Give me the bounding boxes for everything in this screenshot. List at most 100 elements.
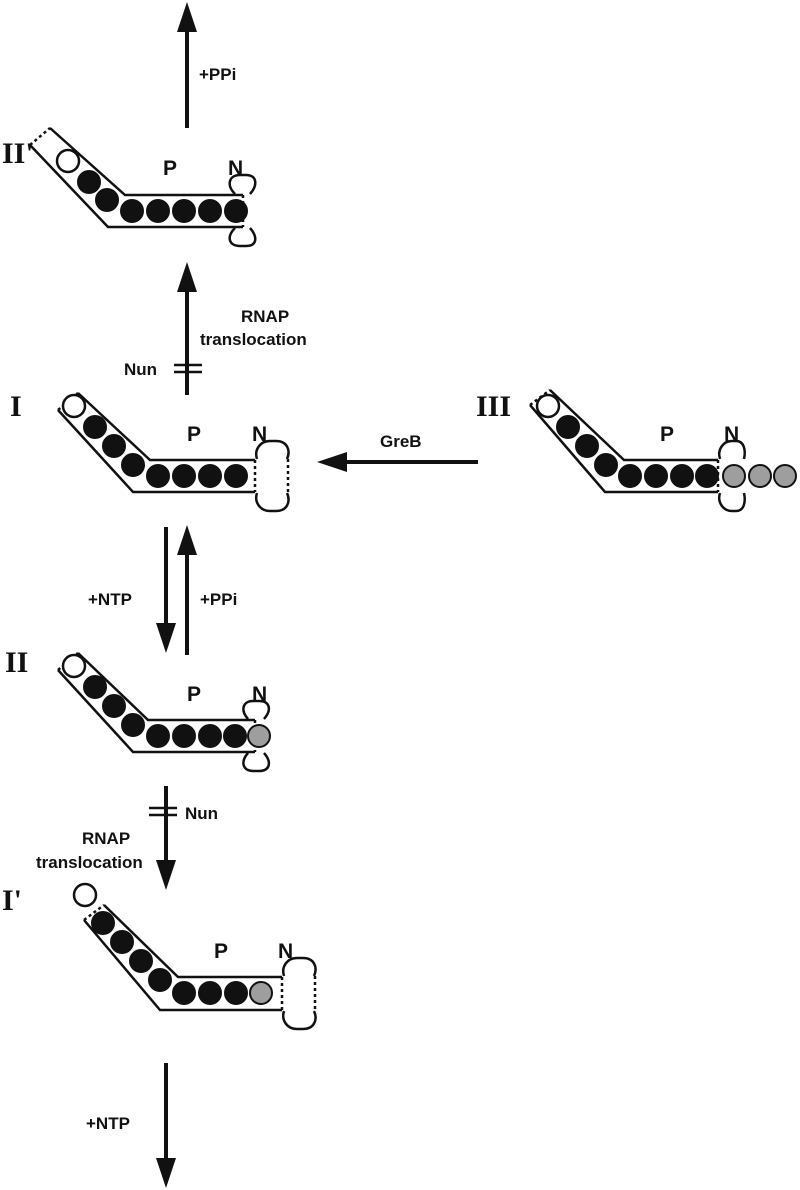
channel-top-iii (549, 389, 718, 462)
state-label-iii: III (476, 390, 511, 423)
state-label-i-prime: I' (2, 884, 22, 917)
nucleotide-filled (198, 464, 222, 488)
nucleotide-open (535, 393, 561, 419)
nucleotide-filled (172, 199, 196, 223)
channel-bottom-i-prime (83, 919, 282, 1012)
arrow-translocation-down: Nun RNAP translocation (36, 786, 218, 890)
channel-bottom-ii (57, 669, 255, 754)
n-site-upper-bracket-i-prime (282, 956, 317, 977)
nucleotide-filled (121, 713, 145, 737)
n-site-upper-bracket-ii-prime (228, 173, 257, 195)
nucleotide-filled (102, 694, 126, 718)
arrow-ntp-down: +NTP (88, 527, 176, 653)
label-rnap-down: RNAP (82, 829, 130, 848)
arrow-ntp-bottom: +NTP (86, 1063, 176, 1188)
nucleotide-filled (224, 199, 248, 223)
p-site-label-ii-prime: P (163, 157, 177, 180)
n-site-label-i-prime: N (278, 940, 293, 963)
n-site-label-ii-prime: N (228, 157, 243, 180)
nucleotides-ii (61, 653, 271, 748)
label-translocation-down: translocation (36, 853, 143, 872)
nucleotide-filled (224, 981, 248, 1005)
arrow-ppi-up: +PPi (177, 525, 237, 655)
n-site-lower-bracket-i-prime (282, 1010, 317, 1031)
channel-open-end-ii-prime (29, 127, 51, 146)
state-ii-prime: II' P N (2, 127, 257, 248)
n-site-lower-bracket-i (255, 492, 290, 513)
nucleotide-filled (670, 464, 694, 488)
label-nun-up: Nun (124, 360, 157, 379)
state-i: I P N (10, 390, 290, 513)
n-site-label-i: N (252, 423, 267, 446)
label-ppi-top: +PPi (199, 65, 236, 84)
n-site-lower-bracket-iii (718, 492, 746, 513)
label-greb: GreB (380, 432, 422, 451)
state-label-ii-prime: II' (2, 137, 34, 170)
nucleotide-filled (575, 434, 599, 458)
channel-top-ii-prime (49, 127, 243, 197)
nucleotide-filled (594, 453, 618, 477)
p-site-label-i: P (187, 423, 201, 446)
nucleotides-iii (535, 393, 797, 488)
nucleotide-filled (148, 968, 172, 992)
label-translocation-up: translocation (200, 330, 307, 349)
nucleotide-filled (198, 724, 222, 748)
nucleotide-open (61, 653, 87, 679)
n-site-label-ii: N (252, 683, 267, 706)
nucleotide-filled (146, 724, 170, 748)
channel-top-ii (77, 652, 255, 722)
nucleotide-filled (172, 724, 196, 748)
nucleotide-filled (223, 724, 247, 748)
arrow-head-up (177, 525, 197, 555)
nucleotide-filled (120, 199, 144, 223)
nucleotide-filled (172, 464, 196, 488)
nucleotide-filled (556, 415, 580, 439)
nucleotide-filled (146, 464, 170, 488)
label-nun-down: Nun (185, 804, 218, 823)
n-site-lower-bracket-ii (242, 752, 271, 773)
nucleotide-filled (91, 911, 115, 935)
nucleotide-open (55, 148, 81, 174)
nucleotides-i (61, 393, 248, 488)
n-site-upper-bracket-i (255, 439, 290, 460)
nucleotide-filled (644, 464, 668, 488)
nucleotide-new (247, 724, 271, 748)
n-site-label-iii: N (724, 423, 739, 446)
n-site-lower-bracket-ii-prime (228, 227, 257, 248)
label-ppi-up: +PPi (200, 590, 237, 609)
label-ntp-bottom: +NTP (86, 1114, 130, 1133)
arrow-head-up (177, 2, 197, 32)
arrow-head-down (156, 623, 176, 653)
channel-top-i (77, 392, 255, 462)
state-label-i: I (10, 390, 22, 423)
nucleotide-new (748, 464, 772, 488)
label-ntp-down: +NTP (88, 590, 132, 609)
arrow-translocation-up: RNAP translocation Nun (124, 262, 307, 395)
nucleotide-filled (121, 453, 145, 477)
nucleotide-filled (129, 949, 153, 973)
nucleotide-filled (83, 415, 107, 439)
nucleotide-filled (198, 981, 222, 1005)
state-ii: II P N (5, 646, 271, 773)
nucleotide-filled (102, 434, 126, 458)
nucleotide-filled (172, 981, 196, 1005)
label-rnap-up: RNAP (241, 307, 289, 326)
arrow-greb: GreB (317, 432, 478, 472)
nucleotide-open (61, 393, 87, 419)
channel-bottom-i (57, 409, 255, 494)
nucleotide-filled (83, 675, 107, 699)
arrow-head-down (156, 1158, 176, 1188)
state-iii: III P N (476, 389, 797, 513)
channel-top-i-prime (103, 904, 282, 979)
n-site-upper-bracket-iii (718, 439, 746, 460)
p-site-label-iii: P (660, 423, 674, 446)
channel-bottom-ii-prime (29, 144, 243, 229)
arrow-head-left (317, 452, 347, 472)
arrow-ppi-top: +PPi (177, 2, 236, 128)
nucleotide-filled (77, 170, 101, 194)
nucleotide-new (722, 464, 746, 488)
nucleotides-i-prime (91, 911, 273, 1005)
state-i-prime: I' P N (2, 882, 317, 1031)
p-site-label-i-prime: P (214, 940, 228, 963)
